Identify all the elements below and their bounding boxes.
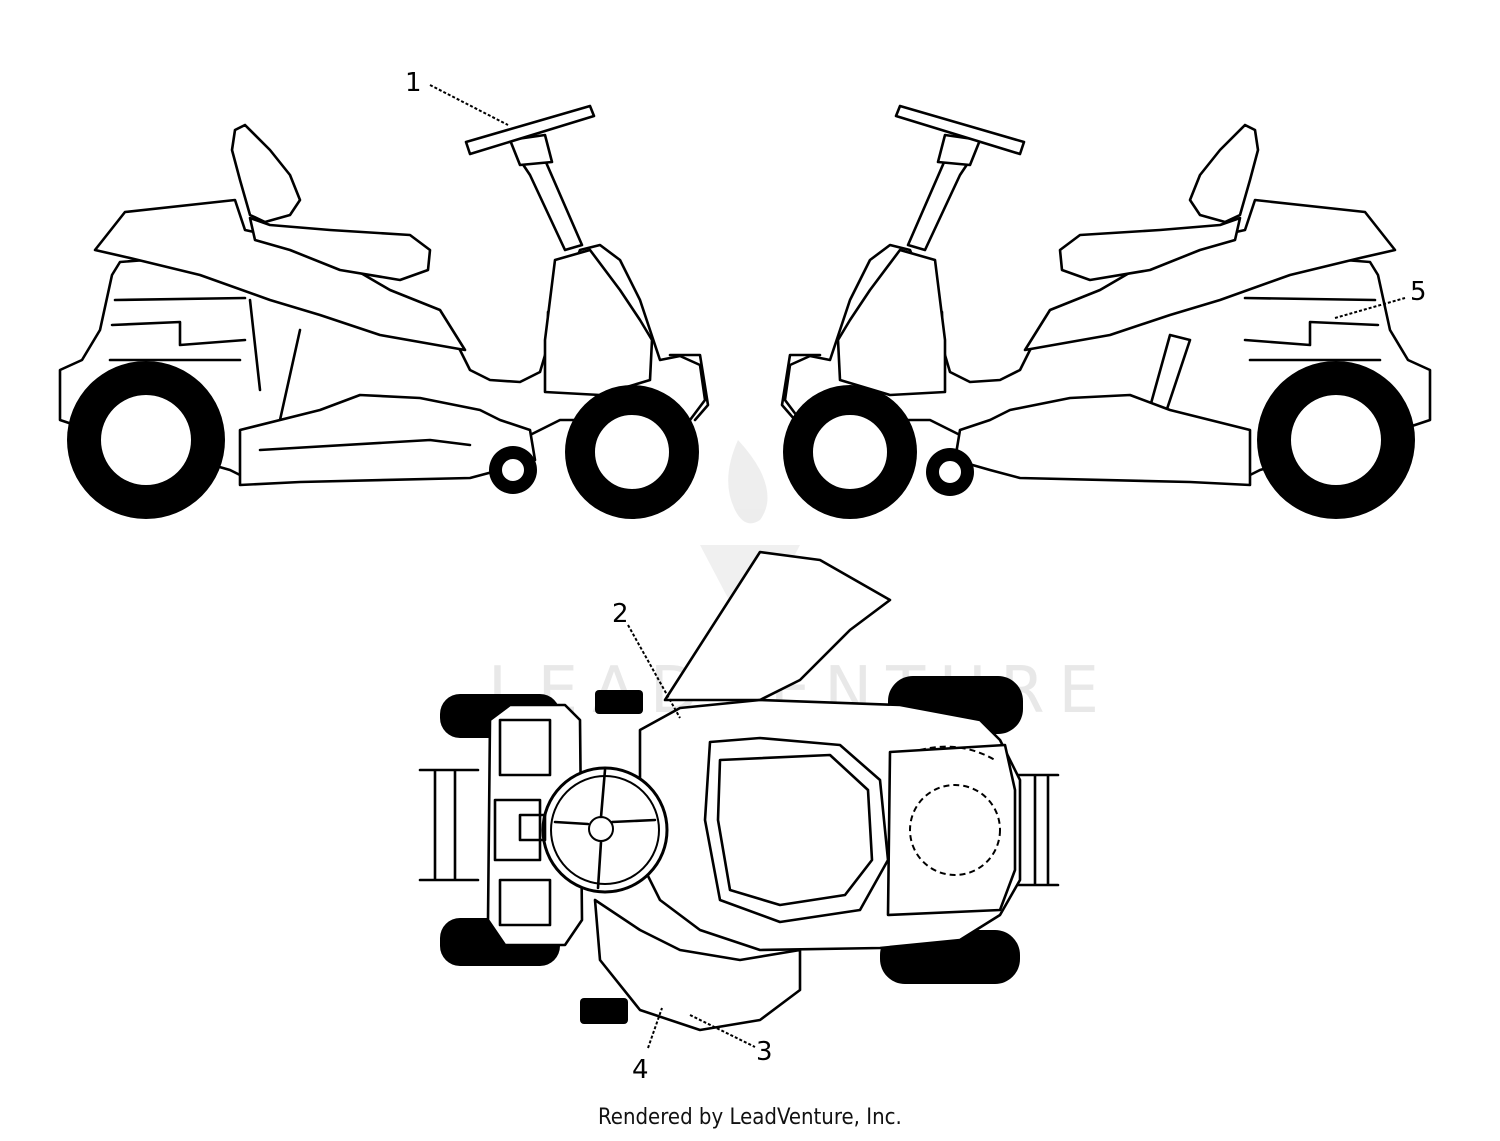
callout-2-label: 2 (612, 599, 629, 629)
callout-1-label: 1 (405, 68, 422, 98)
mower-right-side-view (780, 104, 1432, 519)
mower-left-side-view (58, 104, 710, 519)
callout-3: 3 (689, 1014, 773, 1067)
callout-4: 4 (632, 1007, 663, 1085)
callout-3-label: 3 (756, 1037, 773, 1067)
callout-4-label: 4 (632, 1055, 649, 1085)
callout-2: 2 (612, 599, 681, 719)
mower-top-view (418, 550, 1060, 1032)
callout-1: 1 (405, 68, 509, 126)
callout-5: 5 (1334, 277, 1427, 319)
callout-5-label: 5 (1410, 277, 1427, 307)
rendered-by-footer: Rendered by LeadVenture, Inc. (598, 1105, 902, 1130)
